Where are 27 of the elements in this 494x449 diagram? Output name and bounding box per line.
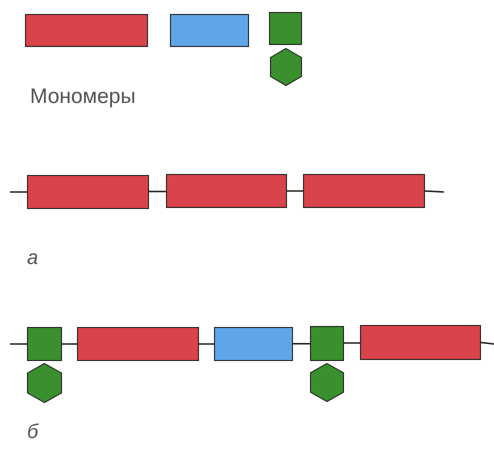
connector-line — [10, 191, 27, 193]
rectangle-block — [170, 14, 249, 47]
square-block — [27, 327, 62, 361]
rectangle-block — [214, 327, 293, 361]
connector-line — [480, 342, 494, 345]
connector-line — [62, 343, 77, 345]
connector-line — [149, 190, 166, 192]
label-text: Мономеры — [30, 86, 136, 107]
panel-label: а — [27, 248, 38, 268]
square-block — [269, 12, 302, 45]
connector-line — [199, 343, 214, 345]
rectangle-block — [166, 174, 287, 208]
connector-line — [344, 342, 360, 344]
hexagon-shape — [270, 48, 302, 86]
connector-line — [10, 343, 27, 345]
square-block — [310, 326, 344, 361]
connector-line — [287, 190, 303, 192]
rectangle-block — [77, 327, 199, 361]
rectangle-block — [25, 14, 148, 47]
hexagon-shape — [27, 363, 62, 403]
connector-line — [424, 190, 444, 193]
connector-line — [293, 343, 310, 344]
rectangle-block — [27, 175, 149, 209]
rectangle-block — [360, 325, 481, 360]
hexagon-shape — [310, 363, 344, 402]
panel-label: б — [27, 422, 38, 442]
rectangle-block — [303, 174, 425, 208]
